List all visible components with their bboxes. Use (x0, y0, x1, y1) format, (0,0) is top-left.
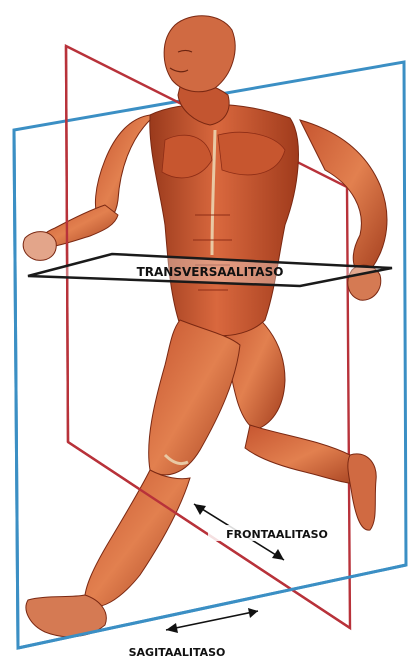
frontal-plane-label: FRONTAALITASO (226, 528, 328, 541)
frontal-plane-annotation: FRONTAALITASO (194, 504, 346, 560)
front-hand (23, 232, 56, 261)
sagittal-plane-label: SAGITAALITASO (129, 646, 226, 659)
back-arm (300, 120, 387, 275)
front-thigh (149, 320, 240, 475)
back-foot (348, 454, 376, 530)
transverse-plane: TRANSVERSAALITASO (28, 254, 392, 286)
front-shin (85, 470, 190, 607)
head (164, 16, 235, 92)
sagittal-plane-annotation: SAGITAALITASO (129, 608, 258, 659)
running-muscle-figure (23, 16, 387, 637)
sagittal-arrow-icon (166, 608, 258, 633)
transverse-plane-label: TRANSVERSAALITASO (137, 265, 284, 279)
